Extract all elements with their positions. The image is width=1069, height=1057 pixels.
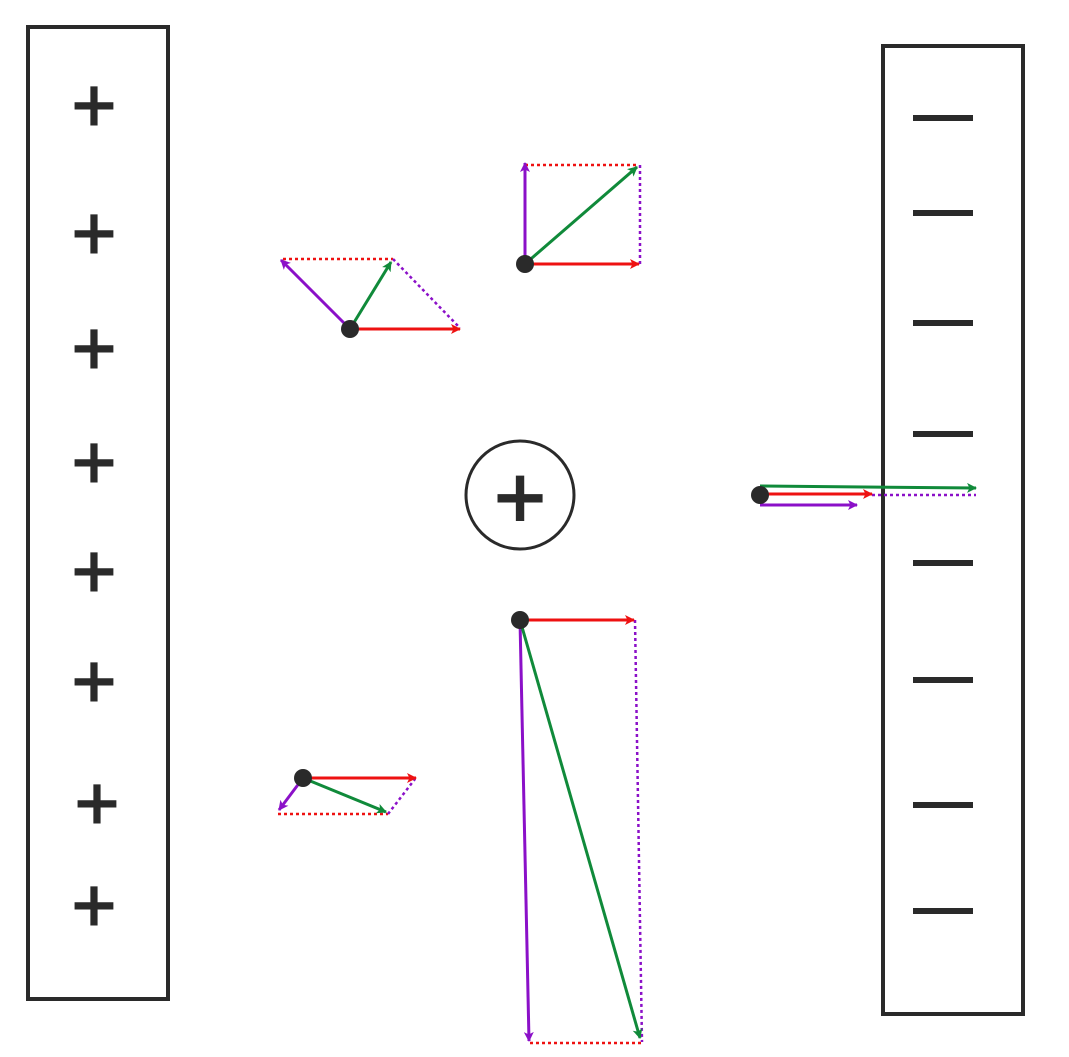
- negative-plate: [881, 44, 1025, 1016]
- positive-plate-signs: + + + + + + + +: [68, 68, 123, 941]
- plus-sign: +: [71, 766, 123, 839]
- field-vectors-lower-left: [277, 769, 417, 816]
- field-vectors-lower-middle: [511, 611, 644, 1045]
- field-vectors-upper-left: [279, 257, 461, 338]
- test-point: [511, 611, 529, 629]
- net-field-arrow: [759, 482, 977, 493]
- net-field-arrow: [524, 165, 638, 266]
- plus-sign: +: [68, 425, 120, 498]
- central-positive-charge: +: [464, 439, 576, 551]
- test-point: [516, 255, 534, 273]
- charge-field-arrow: [279, 258, 352, 331]
- field-vectors-right: [751, 482, 977, 510]
- test-point: [751, 486, 769, 504]
- field-vectors-upper-middle: [516, 162, 642, 273]
- plus-sign: +: [68, 68, 120, 141]
- plus-sign: +: [68, 534, 120, 607]
- charge-field-arrow: [518, 619, 534, 1042]
- plus-sign: +: [68, 311, 120, 384]
- plus-sign: +: [68, 868, 120, 941]
- charge-plus-sign: +: [490, 454, 550, 538]
- charge-circle: [464, 439, 576, 551]
- net-field-arrow: [518, 619, 643, 1039]
- parallelogram-edge: [392, 258, 461, 329]
- parallelogram-edge: [633, 619, 644, 1043]
- net-field-arrow: [348, 261, 393, 330]
- net-field-arrow: [302, 776, 387, 814]
- parallelogram-edge: [387, 778, 416, 815]
- negative-plate-signs: [913, 115, 973, 914]
- positive-plate: [26, 25, 170, 1001]
- test-point: [294, 769, 312, 787]
- plus-sign: +: [68, 196, 120, 269]
- plus-sign: +: [68, 644, 120, 717]
- test-point: [341, 320, 359, 338]
